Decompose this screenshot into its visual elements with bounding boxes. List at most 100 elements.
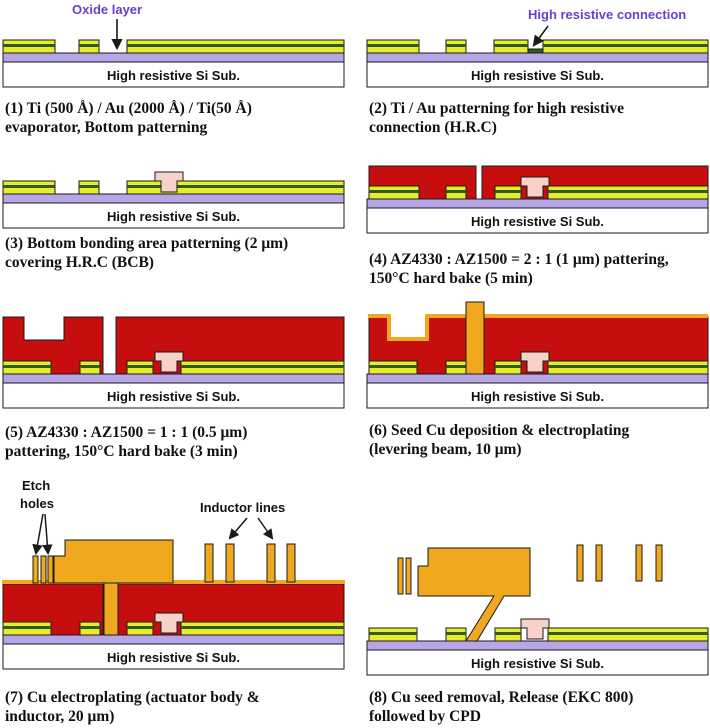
cu-seed-left	[368, 314, 467, 341]
si-substrate	[2, 643, 345, 670]
etch-holes-label-line2: holes	[20, 496, 54, 511]
step-5-caption: (5) AZ4330 : AZ1500 = 1 : 1 (0.5 μm) pat…	[5, 424, 248, 460]
ti-au-stripe	[548, 632, 708, 635]
hrc-thin-link	[527, 48, 544, 54]
cu-levering-beam	[465, 301, 485, 375]
ti-au-stripe	[127, 365, 153, 368]
ti-au-stripe	[446, 190, 466, 193]
ti-au-stripe	[543, 44, 708, 47]
ti-au-stripe	[495, 632, 521, 635]
step-7-cross-section: High resistive Si Sub.	[2, 539, 345, 670]
ti-au-stripe	[369, 190, 419, 193]
inductor-line-3	[266, 543, 276, 583]
cu-released-actuator	[417, 547, 531, 642]
ti-au-stripe	[181, 365, 344, 368]
inductor-line-1	[204, 543, 214, 583]
oxide-layer	[2, 634, 345, 645]
etch-hole-bar-1	[397, 557, 404, 595]
ti-au-stripe	[494, 44, 528, 47]
inductor-line-2	[225, 543, 235, 583]
inductor-lines-label: Inductor lines	[200, 500, 285, 515]
substrate-label: High resistive Si Sub.	[471, 656, 604, 671]
etch-hole-bar-3	[47, 555, 54, 584]
oxide-layer	[366, 52, 709, 63]
substrate-label: High resistive Si Sub.	[471, 389, 604, 404]
oxide-layer	[366, 640, 709, 651]
ti-au-stripe	[369, 365, 417, 368]
ti-au-stripe	[495, 365, 521, 368]
bcb-bond-area	[520, 351, 550, 373]
ti-au-stripe	[548, 190, 708, 193]
bcb-bond-area	[154, 171, 184, 193]
ti-au-stripe	[3, 626, 51, 629]
inductor-line-2	[595, 544, 603, 582]
si-substrate	[366, 207, 709, 234]
inductor-line-3	[635, 544, 643, 582]
hrc-arrow	[532, 25, 549, 47]
step-8-caption: (8) Cu seed removal, Release (EKC 800) f…	[369, 689, 634, 725]
ti-au-stripe	[446, 44, 466, 47]
step-2-cross-section: High resistive Si Sub.	[366, 39, 709, 88]
inductor-line-1	[576, 544, 584, 582]
cu-levering-beam	[103, 582, 119, 636]
ti-au-stripe	[367, 44, 419, 47]
step-7-caption: (7) Cu electroplating (actuator body & i…	[5, 689, 260, 725]
etch-hole-bar-2	[40, 555, 47, 584]
ti-au-stripe	[548, 365, 708, 368]
substrate-label: High resistive Si Sub.	[471, 68, 604, 83]
oxide-layer	[366, 198, 709, 209]
ti-au-stripe	[80, 365, 100, 368]
si-substrate	[2, 202, 345, 229]
oxide-layer	[366, 373, 709, 384]
si-substrate	[366, 382, 709, 409]
ti-au-stripe	[127, 44, 344, 47]
ti-au-stripe	[369, 632, 417, 635]
substrate-label: High resistive Si Sub.	[471, 214, 604, 229]
si-substrate	[366, 61, 709, 88]
substrate-label: High resistive Si Sub.	[107, 68, 240, 83]
substrate-label: High resistive Si Sub.	[107, 650, 240, 665]
step-5-cross-section: High resistive Si Sub.	[2, 316, 345, 409]
etch-holes-arrow-right	[42, 513, 53, 556]
ti-au-stripe	[127, 185, 344, 188]
inductor-arrow-right	[257, 517, 274, 540]
step-4-cross-section: High resistive Si Sub.	[366, 165, 709, 234]
ti-au-stripe	[79, 44, 99, 47]
si-substrate	[366, 649, 709, 676]
step-3-caption: (3) Bottom bonding area patterning (2 μm…	[5, 235, 289, 271]
etch-holes-label-line1: Etch	[22, 478, 50, 493]
inductor-line-4	[286, 543, 296, 583]
ti-au-stripe	[79, 185, 99, 188]
step-2-caption: (2) Ti / Au patterning for high resistiv…	[369, 100, 625, 136]
substrate-label: High resistive Si Sub.	[107, 209, 240, 224]
oxide-layer	[2, 52, 345, 63]
oxide-layer	[2, 193, 345, 204]
high-resistive-connection-label: High resistive connection	[528, 7, 686, 22]
ti-au-stripe	[446, 632, 466, 635]
etch-hole-bar-1	[32, 555, 39, 584]
bcb-bond-area	[154, 612, 184, 634]
bcb-bond-area	[154, 351, 184, 373]
inductor-line-4	[655, 544, 663, 582]
ti-au-stripe	[181, 626, 344, 629]
step-4-caption: (4) AZ4330 : AZ1500 = 2 : 1 (1 μm) patte…	[369, 251, 669, 287]
ti-au-stripe	[127, 626, 153, 629]
step-6-cross-section: High resistive Si Sub.	[366, 301, 709, 409]
ti-au-stripe	[3, 185, 55, 188]
ti-au-stripe	[446, 365, 466, 368]
inductor-arrow-left	[228, 517, 248, 540]
cu-actuator-body	[53, 539, 174, 584]
oxide-layer-label: Oxide layer	[72, 2, 142, 17]
ti-au-stripe	[3, 365, 51, 368]
oxide-layer	[2, 373, 345, 384]
step-3-cross-section: High resistive Si Sub.	[2, 171, 345, 229]
ti-au-stripe	[3, 44, 55, 47]
etch-hole-bar-2	[405, 557, 412, 595]
etch-holes-arrow-left	[32, 513, 44, 556]
step-6-caption: (6) Seed Cu deposition & electroplating …	[369, 422, 630, 458]
substrate-label: High resistive Si Sub.	[107, 389, 240, 404]
step-8-cross-section: High resistive Si Sub.	[366, 544, 709, 676]
bcb-bond-area	[520, 618, 550, 640]
bcb-bond-area	[520, 176, 550, 198]
